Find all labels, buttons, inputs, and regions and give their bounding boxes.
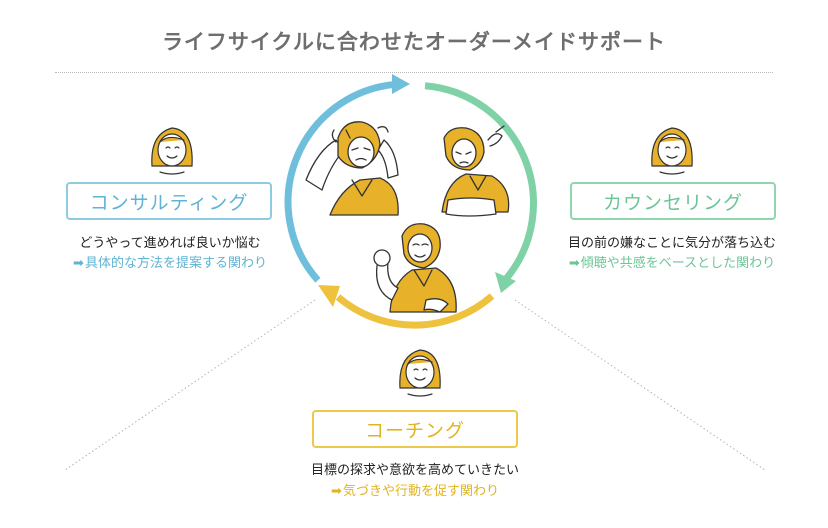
counseling-advisor-avatar <box>651 127 693 175</box>
counseling-solution-label: 傾聴や共感をベースとした関わり <box>580 256 776 271</box>
counseling-problem-text: 目の前の嫌なことに気分が落ち込む <box>567 236 776 251</box>
consulting-label-box: コンサルティング <box>66 182 272 220</box>
consulting-solution-label: 具体的な方法を提案する関わり <box>84 256 267 271</box>
consulting-advisor-avatar <box>151 127 193 175</box>
right-arrow-icon: ➡ <box>568 256 580 271</box>
coaching-advisor-avatar <box>399 349 441 397</box>
coaching-label: コーチング <box>364 419 465 442</box>
counseling-label: カウンセリング <box>602 191 743 214</box>
cycle-arrowhead-coaching <box>318 285 340 307</box>
sad-woman-illustration <box>441 125 510 217</box>
coaching-solution-label: 気づきや行動を促す関わり <box>342 484 499 499</box>
coaching-solution-text: ➡気づきや行動を促す関わり <box>270 480 560 499</box>
consulting-solution-text: ➡具体的な方法を提案する関わり <box>40 252 300 271</box>
page-title: ライフサイクルに合わせたオーダーメイドサポート <box>161 30 667 54</box>
title-divider <box>55 72 773 73</box>
coaching-label-box: コーチング <box>312 410 518 448</box>
right-arrow-icon: ➡ <box>73 256 84 271</box>
stressed-woman-illustration <box>305 121 399 216</box>
cycle-arc-consulting <box>284 80 397 283</box>
motivated-woman-illustration <box>373 223 457 313</box>
cycle-arc-counseling <box>424 82 537 282</box>
right-guide-line <box>514 299 766 471</box>
counseling-label-box: カウンセリング <box>570 182 776 220</box>
consulting-problem-text: どうやって進めれば良いか悩む <box>79 236 261 251</box>
left-guide-line <box>64 299 316 471</box>
right-arrow-icon: ➡ <box>331 484 342 499</box>
cycle-arc-coaching <box>335 293 495 329</box>
coaching-problem-text: 目標の探求や意欲を高めていきたい <box>310 463 519 478</box>
counseling-solution-text: ➡傾聴や共感をベースとした関わり <box>532 252 812 271</box>
cycle-arrowhead-counseling <box>495 272 516 293</box>
consulting-label: コンサルティング <box>89 191 249 214</box>
cycle-arrowhead-consulting <box>392 74 410 94</box>
